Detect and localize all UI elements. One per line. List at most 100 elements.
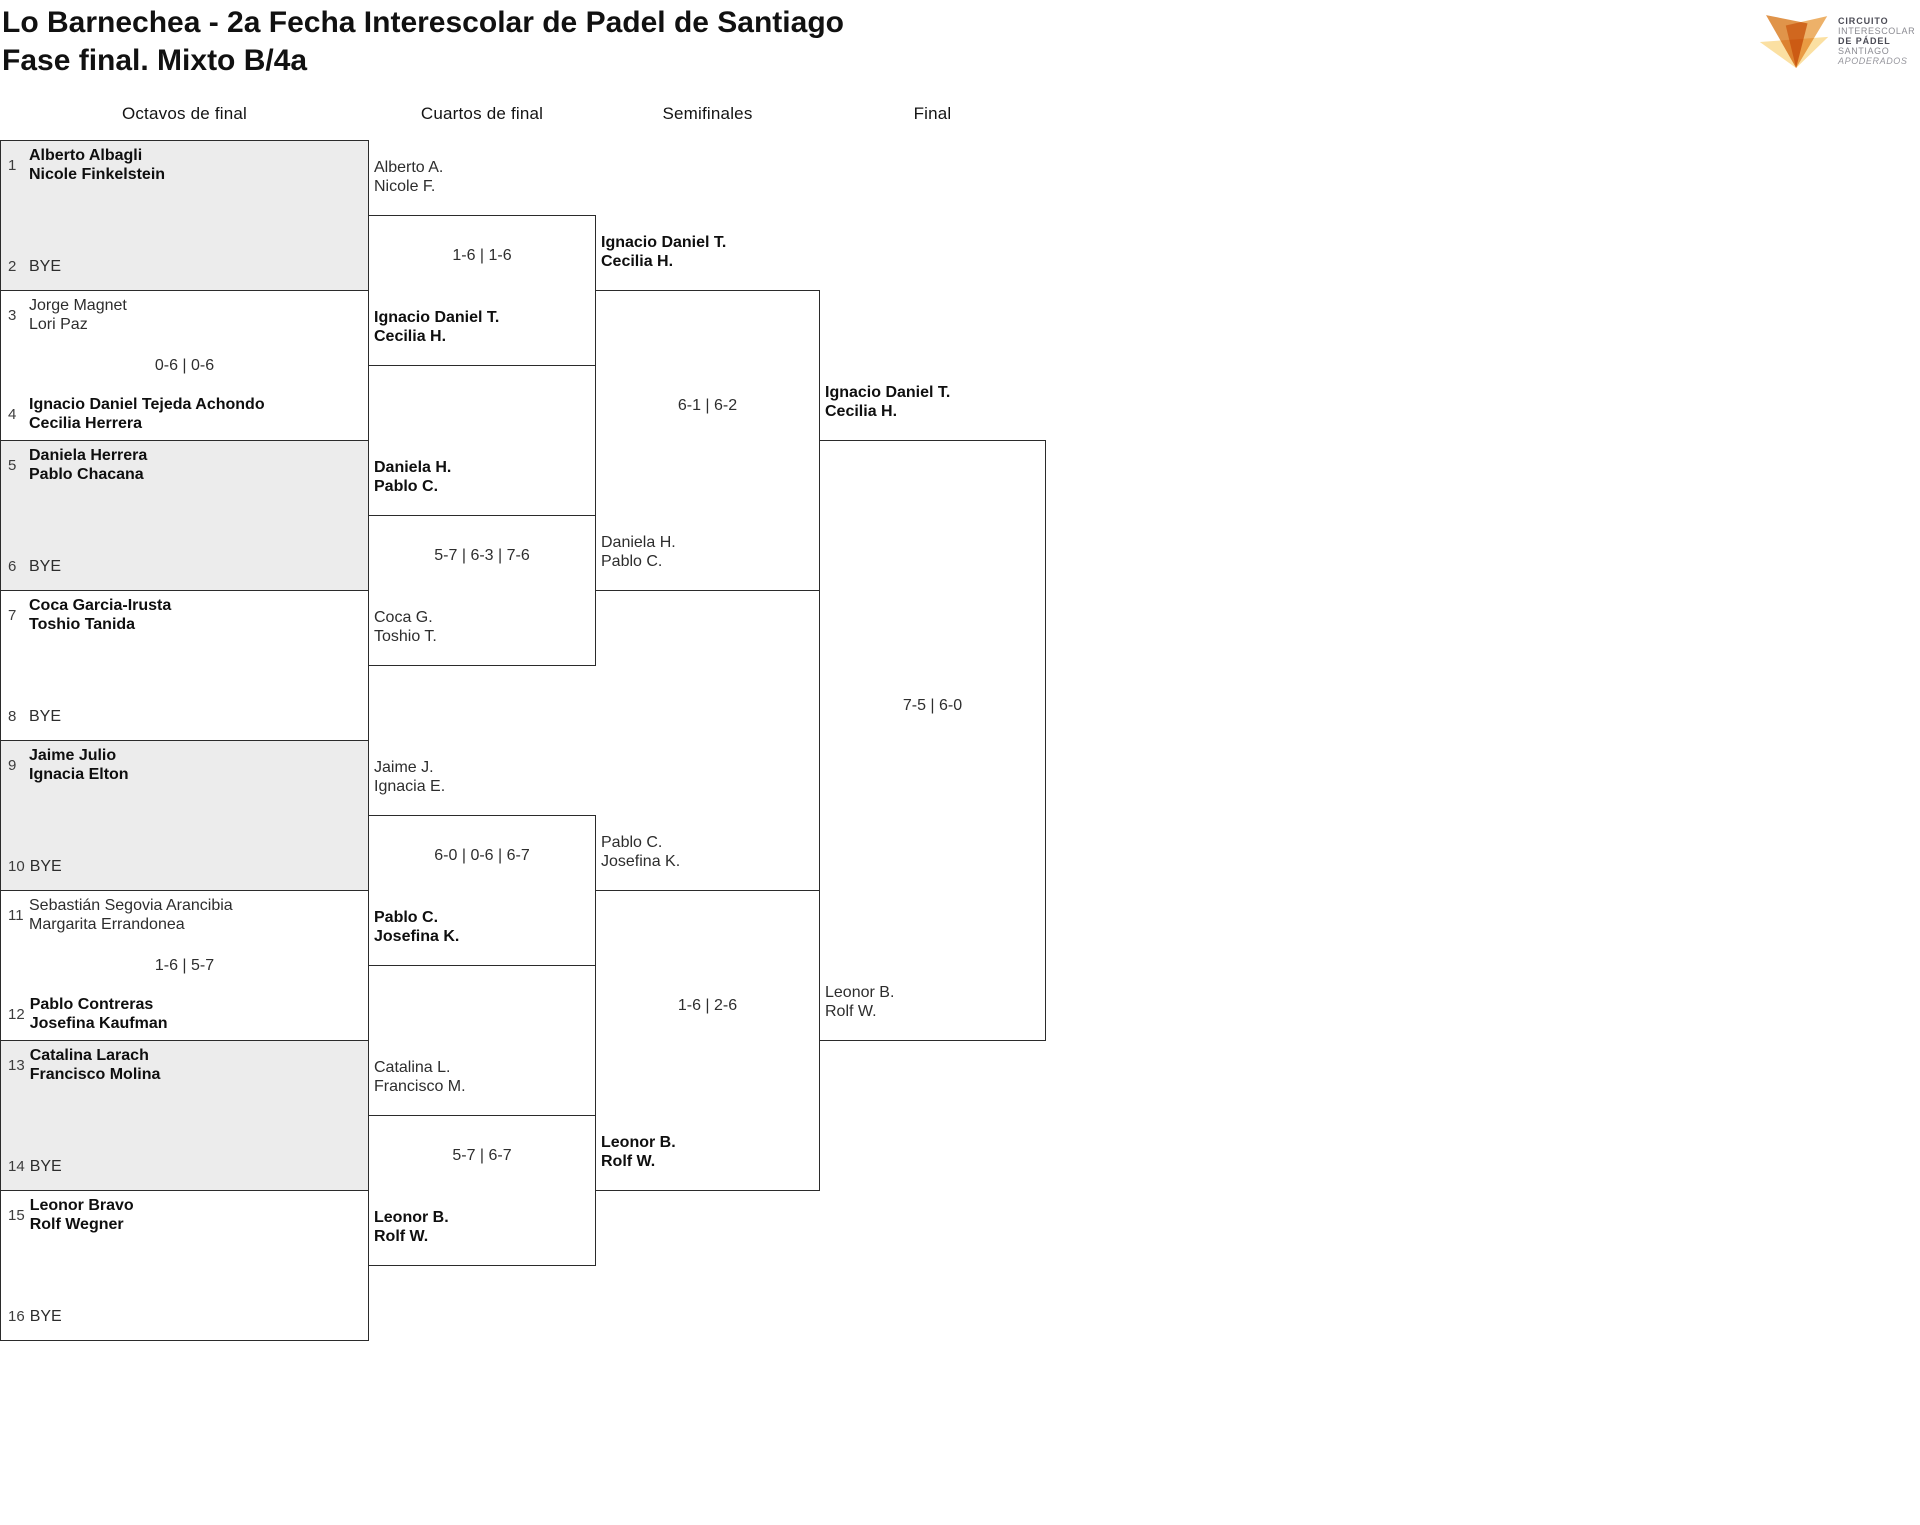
seed-number: 13: [8, 1056, 25, 1074]
player-name: Pablo C.: [374, 909, 439, 926]
player-name: Leonor B.: [825, 984, 895, 1001]
player-name: Alberto Albagli: [29, 147, 143, 164]
player-name: Cecilia H.: [825, 403, 898, 420]
player-name: Alberto A.: [374, 159, 444, 176]
player-name: Ignacio Daniel Tejeda Achondo: [29, 396, 265, 413]
player-name: Ignacio Daniel T.: [374, 309, 500, 326]
player-name: Toshio T.: [374, 628, 437, 645]
team-names: Sebastián Segovia Arancibia Margarita Er…: [29, 896, 233, 934]
team-names: Pablo Contreras Josefina Kaufman: [30, 995, 168, 1033]
seed-number: 6: [8, 558, 17, 575]
r16-match-7: 13 Catalina Larach Francisco Molina 14 B…: [0, 1040, 369, 1191]
seed-number: 7: [8, 606, 17, 624]
r16-seed-5-entry: 5 Daniela Herrera Pablo Chacana: [8, 446, 362, 484]
team-names: BYE: [29, 557, 61, 576]
player-name: Daniela H.: [374, 459, 452, 476]
r16-match-2: 3 Jorge Magnet Lori Paz 0-6 | 0-6 4 Igna…: [0, 290, 369, 441]
r16-seed-15-entry: 15 Leonor Bravo Rolf Wegner: [8, 1196, 362, 1234]
player-name: Francisco M.: [374, 1078, 466, 1095]
player-name: BYE: [29, 558, 62, 575]
player-name: Jaime Julio: [29, 747, 117, 764]
player-name: Cecilia Herrera: [29, 415, 142, 432]
qf-match-2-score: 5-7 | 6-3 | 7-6: [434, 546, 530, 564]
qf-entrant-5: Jaime J. Ignacia E.: [374, 758, 594, 796]
qf-entrant-3: Daniela H. Pablo C.: [374, 458, 594, 496]
r16-match-1: 1 Alberto Albagli Nicole Finkelstein 2 B…: [0, 140, 369, 291]
qf-match-4-score: 5-7 | 6-7: [452, 1146, 512, 1164]
round-header-cuartos: Cuartos de final: [420, 104, 544, 123]
sf-entrant-3: Pablo C. Josefina K.: [601, 833, 821, 871]
r16-seed-8-entry: 8 BYE: [8, 707, 362, 726]
team-names: Catalina Larach Francisco Molina: [30, 1046, 161, 1084]
final-entrant-1: Ignacio Daniel T. Cecilia H.: [825, 383, 1045, 421]
final-entrant-2: Leonor B. Rolf W.: [825, 983, 1045, 1021]
page-title-line1: Lo Barnechea - 2a Fecha Interescolar de …: [2, 6, 844, 39]
player-name: Ignacia Elton: [29, 766, 129, 783]
round-header-semifinales: Semifinales: [662, 104, 753, 123]
team-names: Leonor Bravo Rolf Wegner: [30, 1196, 134, 1234]
round-header-final: Final: [913, 104, 952, 123]
r16-seed-12-entry: 12 Pablo Contreras Josefina Kaufman: [8, 995, 362, 1033]
team-names: Ignacio Daniel Tejeda Achondo Cecilia He…: [29, 395, 265, 433]
r16-match-3: 5 Daniela Herrera Pablo Chacana 6 BYE: [0, 440, 369, 591]
qf-match-3-score: 6-0 | 0-6 | 6-7: [434, 846, 530, 864]
team-names: BYE: [30, 857, 62, 876]
player-name: Daniela H.: [601, 534, 676, 551]
seed-number: 15: [8, 1206, 25, 1224]
final-match: 7-5 | 6-0: [819, 440, 1046, 1041]
player-name: BYE: [29, 258, 62, 275]
player-name: BYE: [29, 708, 62, 725]
r16-seed-16-entry: 16 BYE: [8, 1307, 362, 1326]
player-name: Nicole F.: [374, 178, 436, 195]
logo-line-circuito: CIRCUITO: [1838, 16, 1889, 26]
player-name: Nicole Finkelstein: [29, 166, 166, 183]
player-name: Toshio Tanida: [29, 616, 136, 633]
sf-entrant-1: Ignacio Daniel T. Cecilia H.: [601, 233, 821, 271]
seed-number: 1: [8, 156, 17, 174]
seed-number: 5: [8, 456, 17, 474]
team-names: BYE: [29, 707, 61, 726]
player-name: Pablo C.: [374, 478, 439, 495]
fox-logo-icon: [1757, 13, 1829, 69]
player-name: Rolf W.: [374, 1228, 429, 1245]
seed-number: 3: [8, 306, 17, 324]
player-name: Rolf W.: [601, 1153, 656, 1170]
seed-number: 4: [8, 405, 17, 423]
logo-line-interescolar: INTERESCOLAR: [1838, 26, 1916, 36]
player-name: Pablo Chacana: [29, 466, 144, 483]
r16-match-8: 15 Leonor Bravo Rolf Wegner 16 BYE: [0, 1190, 369, 1341]
seed-number: 11: [8, 906, 24, 924]
r16-seed-3-entry: 3 Jorge Magnet Lori Paz: [8, 296, 362, 334]
qf-entrant-8: Leonor B. Rolf W.: [374, 1208, 594, 1246]
player-name: Rolf W.: [825, 1003, 877, 1020]
seed-number: 14: [8, 1158, 25, 1175]
player-name: Cecilia H.: [374, 328, 447, 345]
sf-entrant-4: Leonor B. Rolf W.: [601, 1133, 821, 1171]
player-name: Sebastián Segovia Arancibia: [29, 897, 233, 914]
page-title-line2: Fase final. Mixto B/4a: [2, 44, 308, 77]
team-names: Alberto Albagli Nicole Finkelstein: [29, 146, 165, 184]
seed-number: 12: [8, 1005, 25, 1023]
player-name: Leonor B.: [601, 1134, 676, 1151]
r16-seed-7-entry: 7 Coca Garcia-Irusta Toshio Tanida: [8, 596, 362, 634]
player-name: Ignacio Daniel T.: [825, 384, 951, 401]
player-name: Rolf Wegner: [29, 1216, 124, 1233]
player-name: Catalina Larach: [29, 1047, 149, 1064]
seed-number: 2: [8, 258, 17, 275]
player-name: Pablo C.: [601, 834, 663, 851]
logo-wordmark: CIRCUITO INTERESCOLAR DE PÁDEL SANTIAGO …: [1838, 13, 1915, 66]
r16-seed-1-entry: 1 Alberto Albagli Nicole Finkelstein: [8, 146, 362, 184]
r16-seed-6-entry: 6 BYE: [8, 557, 362, 576]
player-name: Lori Paz: [29, 316, 88, 333]
qf-entrant-6: Pablo C. Josefina K.: [374, 908, 594, 946]
player-name: Coca G.: [374, 609, 433, 626]
r16-match-5: 9 Jaime Julio Ignacia Elton 10 BYE: [0, 740, 369, 891]
sf-match-2-score: 1-6 | 2-6: [677, 996, 738, 1014]
player-name: Margarita Errandonea: [29, 916, 185, 933]
player-name: BYE: [29, 1308, 62, 1325]
qf-entrant-2: Ignacio Daniel T. Cecilia H.: [374, 308, 594, 346]
r16-seed-11-entry: 11 Sebastián Segovia Arancibia Margarita…: [8, 896, 362, 934]
team-names: Jaime Julio Ignacia Elton: [29, 746, 129, 784]
r16-seed-10-entry: 10 BYE: [8, 857, 362, 876]
